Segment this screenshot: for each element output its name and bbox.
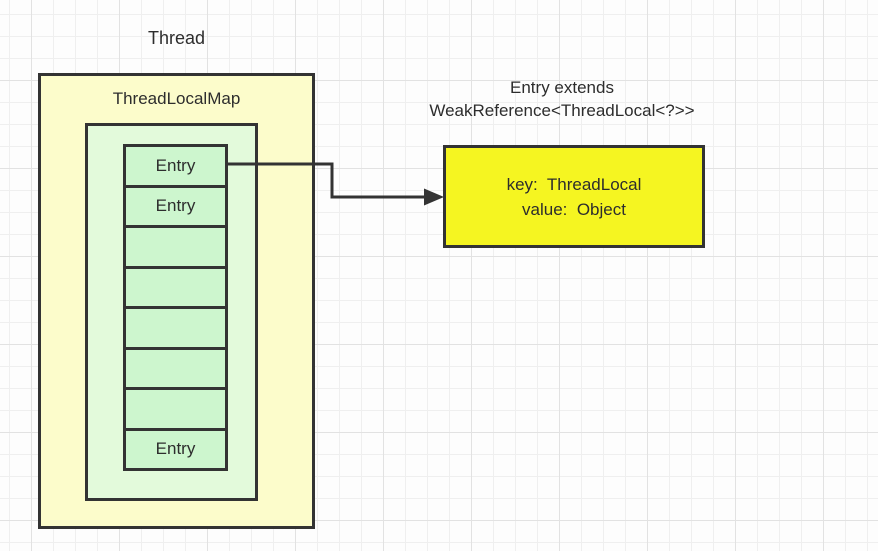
entry-cell: Entry xyxy=(123,184,228,228)
thread-box: ThreadLocalMap Entry Entry Entry xyxy=(38,73,315,529)
entry-cell xyxy=(123,306,228,350)
arrow-head-icon xyxy=(424,188,444,206)
entry-cell: Entry xyxy=(123,144,228,188)
entry-note-line1: Entry extends xyxy=(510,78,614,97)
entry-cell xyxy=(123,265,228,309)
thread-label: Thread xyxy=(147,28,206,48)
entry-cell xyxy=(123,387,228,431)
threadlocalmap-label: ThreadLocalMap xyxy=(112,89,241,108)
threadlocalmap-box: Entry Entry Entry xyxy=(85,123,258,501)
entry-key-line: key: ThreadLocal xyxy=(506,174,642,194)
entry-cell: Entry xyxy=(123,427,228,471)
entry-detail-box: key: ThreadLocal value: Object xyxy=(443,145,705,248)
entry-value-line: value: Object xyxy=(522,199,626,219)
entry-cell xyxy=(123,225,228,269)
entry-note: Entry extends WeakReference<ThreadLocal<… xyxy=(388,76,736,122)
entry-note-line2: WeakReference<ThreadLocal<?>> xyxy=(429,101,695,120)
entry-table: Entry Entry Entry xyxy=(123,144,228,471)
entry-cell xyxy=(123,346,228,390)
